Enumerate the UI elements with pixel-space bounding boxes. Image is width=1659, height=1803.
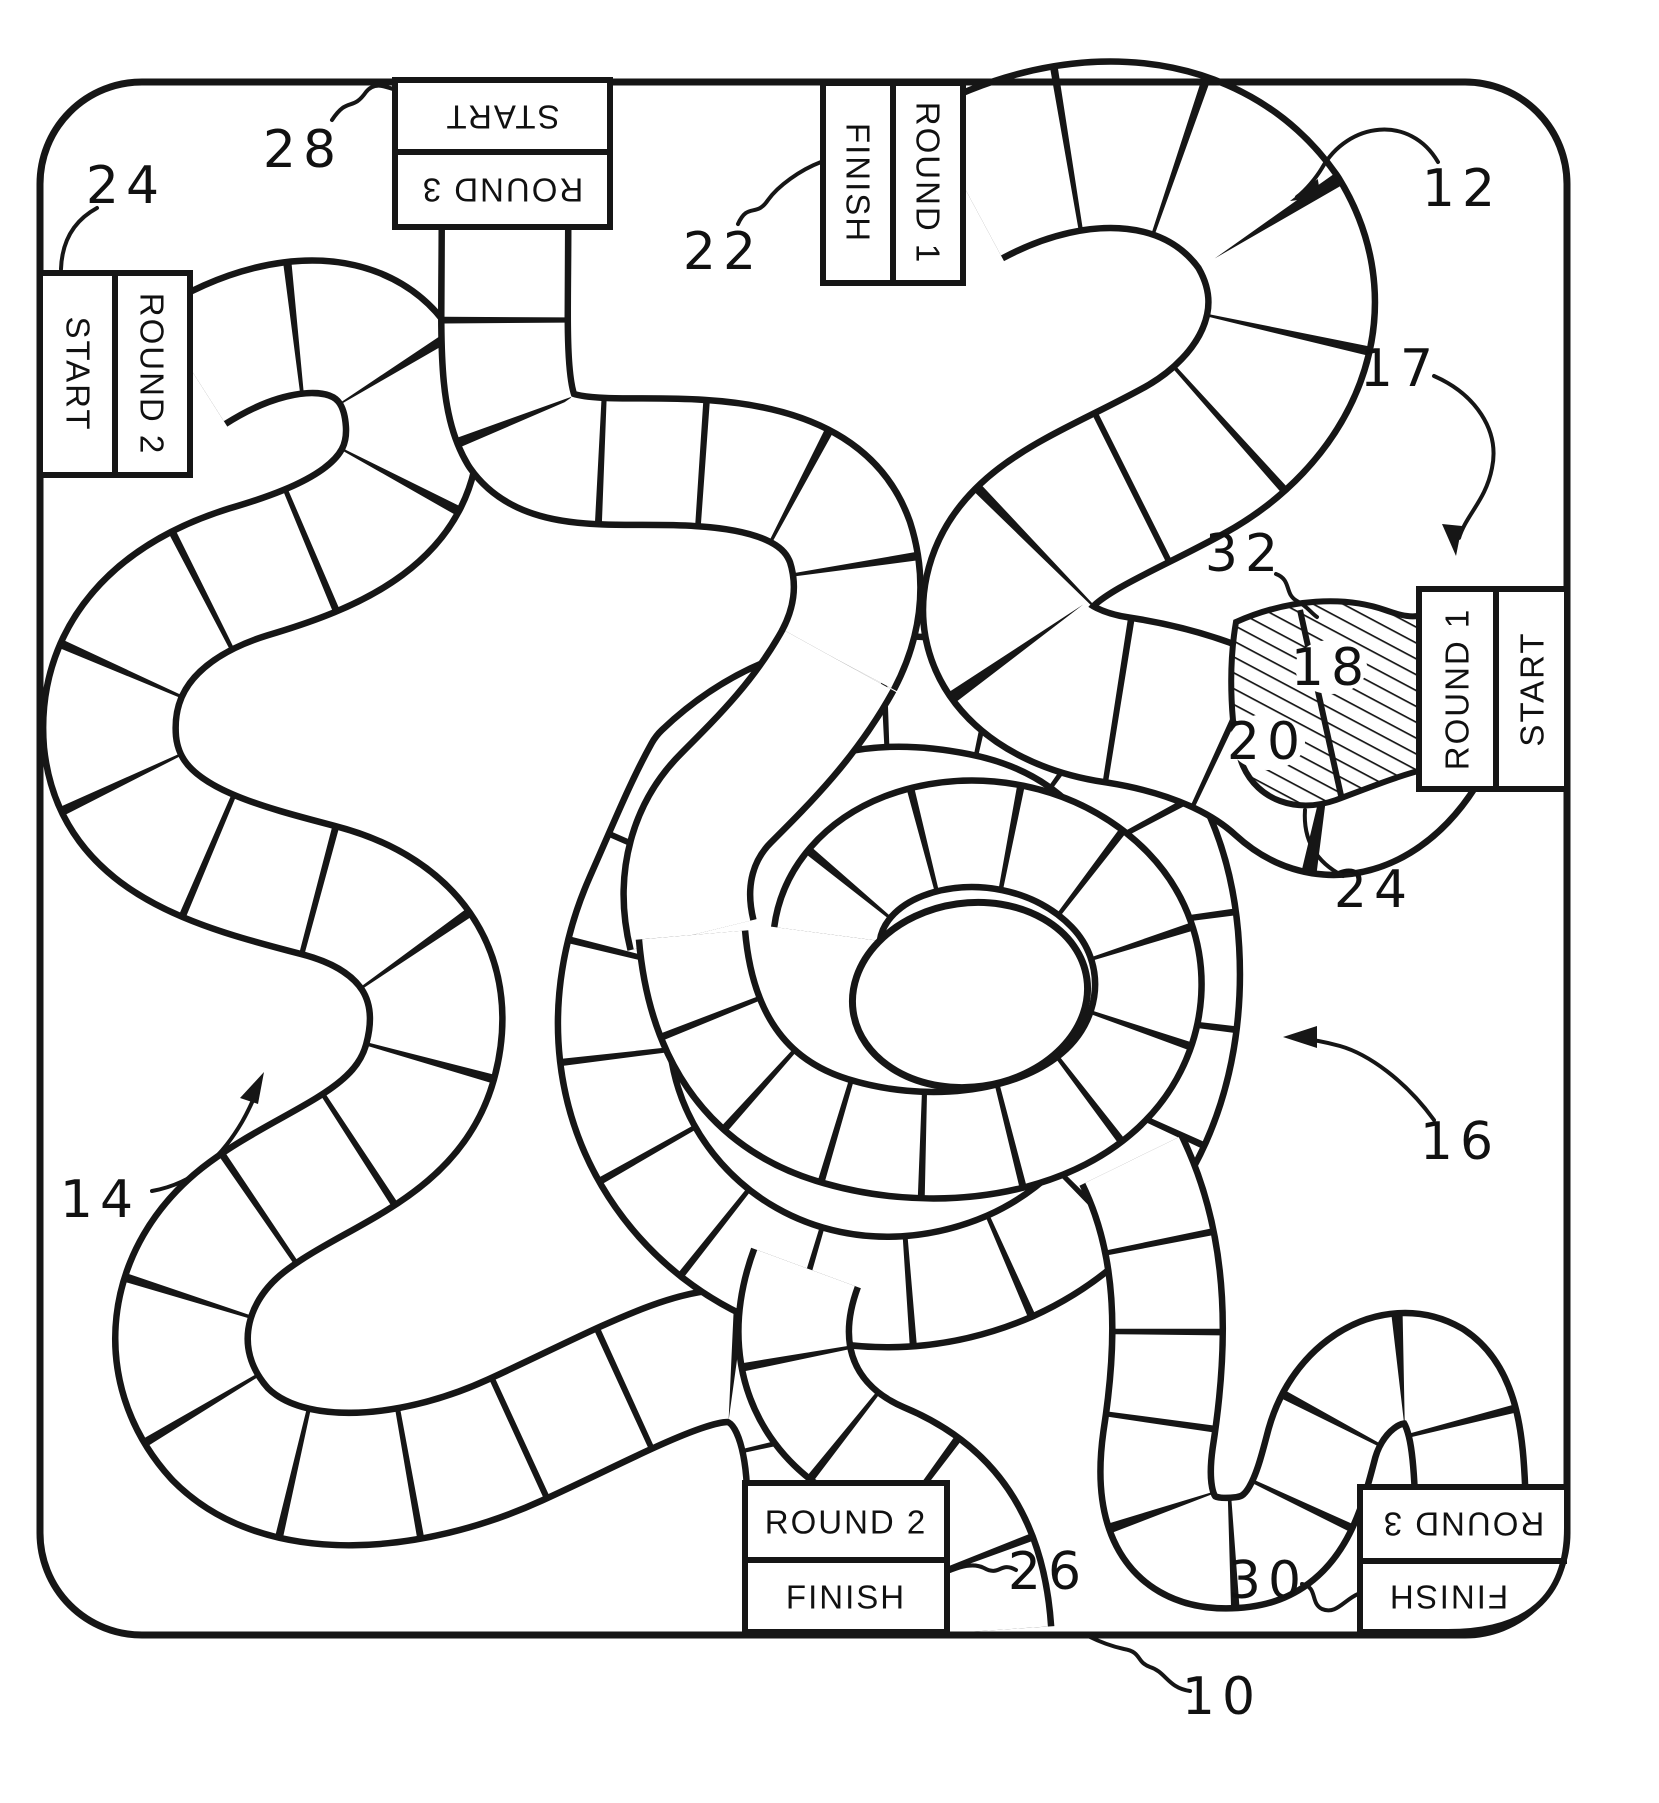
numeral-28: 28 (263, 120, 343, 180)
label-round2-bottom: ROUND 2 (765, 1504, 928, 1541)
label-round1-right: ROUND 1 (1439, 608, 1476, 771)
box-round2-finish: ROUND 2 FINISH (742, 1480, 950, 1635)
spiral-inner-ring (635, 777, 1205, 1202)
hatch-region (1228, 598, 1425, 809)
leader-30 (1300, 1582, 1360, 1613)
numeral-20: 20 (1227, 712, 1307, 772)
spiral-transition-lane (626, 630, 891, 950)
numeral-17: 17 (1360, 339, 1440, 399)
leader-12 (1295, 127, 1440, 199)
hatched-start-spaces (1228, 598, 1425, 809)
box-round3-finish: ROUND 3 FINISH (1357, 1484, 1570, 1635)
track-round2-spaces (46, 263, 876, 1542)
label-start-right: START (1514, 631, 1551, 746)
arrowhead-17 (1442, 524, 1462, 556)
numeral-18: 18 (1291, 638, 1371, 698)
track-round3-spaces (444, 221, 918, 689)
box-start-round3: START ROUND 3 (392, 77, 613, 230)
box-start-round2: START ROUND 2 (37, 270, 193, 478)
track-round2-serpentine (39, 257, 883, 1549)
label-finish-bottom: FINISH (786, 1579, 906, 1616)
leader-24-topleft (59, 206, 99, 271)
label-round1-top: ROUND 1 (910, 102, 947, 265)
spiral-exit-bottom-center (735, 1247, 1055, 1636)
track-round3-end-spaces (1084, 1137, 1522, 1606)
numeral-24-right: 24 (1334, 860, 1414, 920)
leader-26 (948, 1563, 1018, 1573)
label-finish-top: FINISH (840, 123, 877, 243)
spiral-exit1-spaces (741, 1250, 1048, 1635)
label-round3-top: ROUND 3 (421, 172, 584, 209)
arrowhead-12 (1290, 178, 1321, 201)
label-round3-bottomright: ROUND 3 (1382, 1506, 1545, 1543)
leader-10 (1086, 1634, 1192, 1693)
track-round3-serpentine (438, 221, 924, 951)
numeral-16: 16 (1420, 1112, 1500, 1172)
numeral-14: 14 (60, 1170, 140, 1230)
label-start-top: START (444, 99, 559, 136)
numeral-32: 32 (1205, 524, 1285, 584)
reference-numerals: 24 28 22 12 17 32 18 20 24 16 14 26 30 1… (59, 83, 1502, 1727)
numeral18-backplate (1295, 640, 1367, 694)
numeral-24-topleft: 24 (86, 156, 166, 216)
arrowhead-16 (1283, 1026, 1317, 1048)
numeral-22: 22 (683, 222, 763, 282)
numeral-26: 26 (1008, 1542, 1088, 1602)
label-start-left: START (60, 316, 97, 431)
box-finish-round1: FINISH ROUND 1 (820, 80, 966, 286)
leader-16 (1294, 1036, 1436, 1122)
numeral20-backplate (1229, 714, 1305, 770)
label-finish-bottomright: FINISH (1388, 1579, 1508, 1616)
hatch-divider (1297, 609, 1345, 801)
spiral-inner-spaces (642, 783, 1199, 1196)
leader-28 (330, 83, 395, 122)
leader-24-right (1302, 808, 1345, 878)
arrowhead-14 (240, 1072, 264, 1104)
label-round2-left: ROUND 2 (134, 293, 171, 456)
numeral-30: 30 (1228, 1551, 1308, 1611)
leader-17 (1432, 374, 1496, 540)
spiral-center-hole (848, 898, 1092, 1092)
leader-22 (736, 160, 823, 226)
leader-32 (1274, 572, 1319, 619)
box-round1-start: ROUND 1 START (1416, 586, 1570, 792)
track-round3-end-serpentine (1078, 1134, 1529, 1612)
numeral-10: 10 (1182, 1667, 1262, 1727)
numeral-12: 12 (1422, 159, 1502, 219)
